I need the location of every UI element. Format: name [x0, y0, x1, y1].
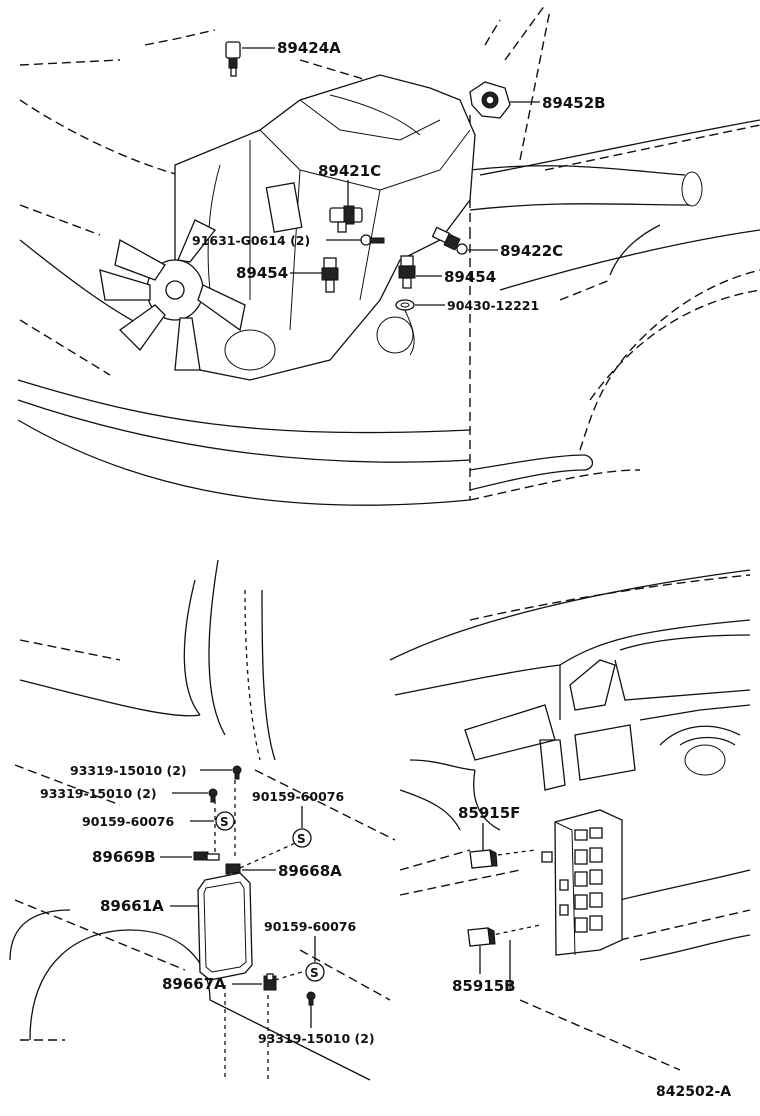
part-89454-left-sensor[interactable]: [321, 257, 339, 293]
label-89668A[interactable]: 89668A: [278, 862, 342, 880]
label-90430-12221[interactable]: 90430-12221: [447, 298, 539, 313]
part-89452B-sensor[interactable]: [469, 81, 511, 119]
label-89421C[interactable]: 89421C: [318, 162, 381, 180]
part-90430-gasket[interactable]: [395, 299, 415, 311]
label-89454-left[interactable]: 89454: [236, 264, 288, 282]
label-93319-c[interactable]: 93319-15010 (2): [258, 1031, 375, 1046]
part-85915F-relay[interactable]: [469, 849, 498, 869]
part-89669B-bracket[interactable]: [193, 851, 220, 861]
part-90159-c-s-mark[interactable]: S: [305, 962, 325, 982]
figure-number: 842502-A: [656, 1084, 731, 1100]
label-89452B[interactable]: 89452B: [542, 94, 606, 112]
junction-block: [541, 809, 623, 956]
part-93319-screw-a[interactable]: [232, 765, 242, 780]
label-85915B[interactable]: 85915B: [452, 977, 516, 995]
engine-bay-outline: [17, 4, 760, 506]
part-89454-right-sensor[interactable]: [398, 255, 416, 289]
part-89661A-ecu[interactable]: [197, 872, 253, 981]
s-mark-b: S: [297, 832, 306, 846]
fender-outline: [9, 559, 396, 1081]
cooling-fan: [99, 219, 246, 371]
label-85915F[interactable]: 85915F: [458, 804, 520, 822]
label-89667A[interactable]: 89667A: [162, 975, 226, 993]
s-mark-a: S: [220, 815, 229, 829]
part-90159-a-s-mark[interactable]: S: [215, 811, 235, 831]
part-89421C-sensor[interactable]: [329, 205, 363, 233]
label-90159-a[interactable]: 90159-60076: [82, 814, 174, 829]
part-90159-b-s-mark[interactable]: S: [292, 828, 312, 848]
part-85915B-relay[interactable]: [467, 927, 496, 947]
label-89424A[interactable]: 89424A: [277, 39, 341, 57]
assembly-line-e: [239, 839, 303, 869]
engine-block: [99, 74, 476, 381]
label-89422C[interactable]: 89422C: [500, 242, 563, 260]
part-93319-screw-c[interactable]: [306, 991, 316, 1006]
label-89669B[interactable]: 89669B: [92, 848, 156, 866]
label-93319-a[interactable]: 93319-15010 (2): [70, 763, 187, 778]
label-91631-G0614[interactable]: 91631-G0614 (2): [192, 233, 310, 248]
label-90159-b[interactable]: 90159-60076: [252, 789, 344, 804]
part-93319-screw-b[interactable]: [208, 788, 218, 803]
part-89422C-sensor[interactable]: [431, 226, 468, 255]
label-89454-right[interactable]: 89454: [444, 268, 496, 286]
label-89661A[interactable]: 89661A: [100, 897, 164, 915]
label-90159-c[interactable]: 90159-60076: [264, 919, 356, 934]
s-mark-c: S: [310, 966, 319, 980]
part-89667A-bracket[interactable]: [263, 973, 277, 991]
label-93319-b[interactable]: 93319-15010 (2): [40, 786, 157, 801]
part-91631-bolt[interactable]: [360, 234, 385, 246]
part-89424A-sensor[interactable]: [225, 41, 241, 77]
dashboard-outline: [389, 569, 751, 1071]
